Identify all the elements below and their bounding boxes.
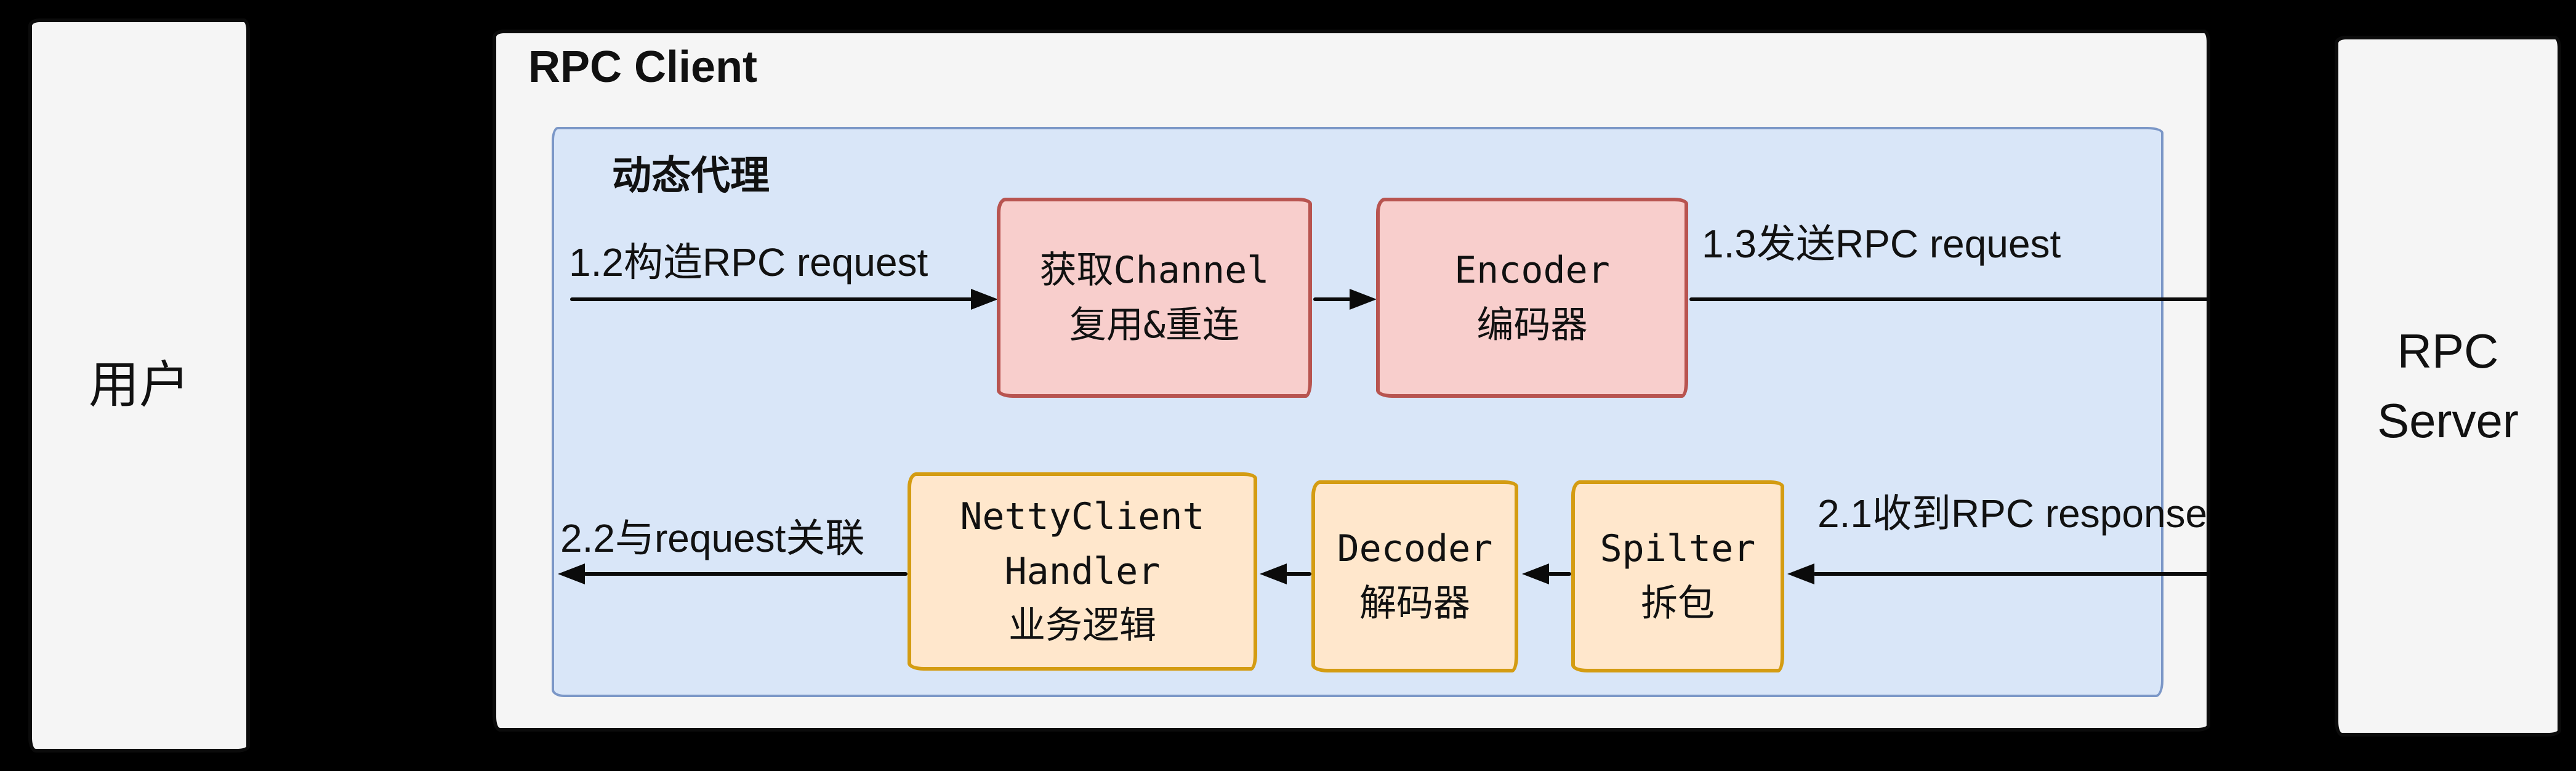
node-line: 编码器 <box>1476 303 1588 347</box>
arrow-line-channel-encoder <box>1313 297 1351 301</box>
node-line: 复用&重连 <box>1069 303 1240 347</box>
node-line: Spilter <box>1600 527 1756 571</box>
node-line: Encoder <box>1454 248 1610 292</box>
arrow-line-decoder-handler <box>1286 572 1311 576</box>
arrowhead-left-icon <box>1522 563 1549 584</box>
decoder-node: Decoder 解码器 <box>1311 480 1518 672</box>
rpc-server-box: RPC Server <box>2335 36 2561 737</box>
arrow-label-1-2: 1.2构造RPC request <box>569 240 928 285</box>
rpc-server-label-line: RPC <box>2397 323 2499 378</box>
node-line: Decoder <box>1337 527 1493 571</box>
rpc-server-label-line: Server <box>2377 394 2519 448</box>
arrow-line-2-2 <box>584 572 908 576</box>
encoder-node: Encoder 编码器 <box>1376 198 1688 398</box>
arrowhead-right-icon <box>1350 289 1377 310</box>
arrowhead-left-icon <box>558 563 585 584</box>
arrow-label-2-1: 2.1收到RPC response <box>1817 491 2208 536</box>
arrow-label-1-3: 1.3发送RPC request <box>1702 222 2061 266</box>
node-line: NettyClient <box>960 494 1205 538</box>
arrowhead-right-icon <box>971 289 998 310</box>
node-line: 解码器 <box>1359 582 1470 625</box>
arrow-line-2-1 <box>1813 572 2207 576</box>
get-channel-node: 获取Channel 复用&重连 <box>997 198 1312 398</box>
rpc-client-title: RPC Client <box>528 42 758 92</box>
node-line: 拆包 <box>1641 582 1715 625</box>
arrow-line-spilter-decoder <box>1548 572 1571 576</box>
rpc-client-box: RPC Client 动态代理 获取Channel 复用&重连 Encoder … <box>493 30 2210 732</box>
rpc-server-label: RPC Server <box>2338 39 2558 733</box>
arrowhead-left-icon <box>1260 563 1287 584</box>
arrow-line-1-2 <box>570 297 973 301</box>
node-line: 业务逻辑 <box>1008 604 1156 648</box>
node-line: Handler <box>1004 549 1161 593</box>
spilter-node: Spilter 拆包 <box>1571 480 1784 672</box>
user-label: 用户 <box>88 357 190 413</box>
arrow-line-1-3 <box>1689 297 2207 301</box>
dynamic-proxy-title: 动态代理 <box>612 153 770 198</box>
netty-client-handler-node: NettyClient Handler 业务逻辑 <box>908 472 1257 671</box>
node-line: 获取Channel <box>1039 248 1270 292</box>
arrowhead-left-icon <box>1787 563 1814 584</box>
user-box: 用户 <box>28 18 250 753</box>
arrow-label-2-2: 2.2与request关联 <box>560 516 865 560</box>
